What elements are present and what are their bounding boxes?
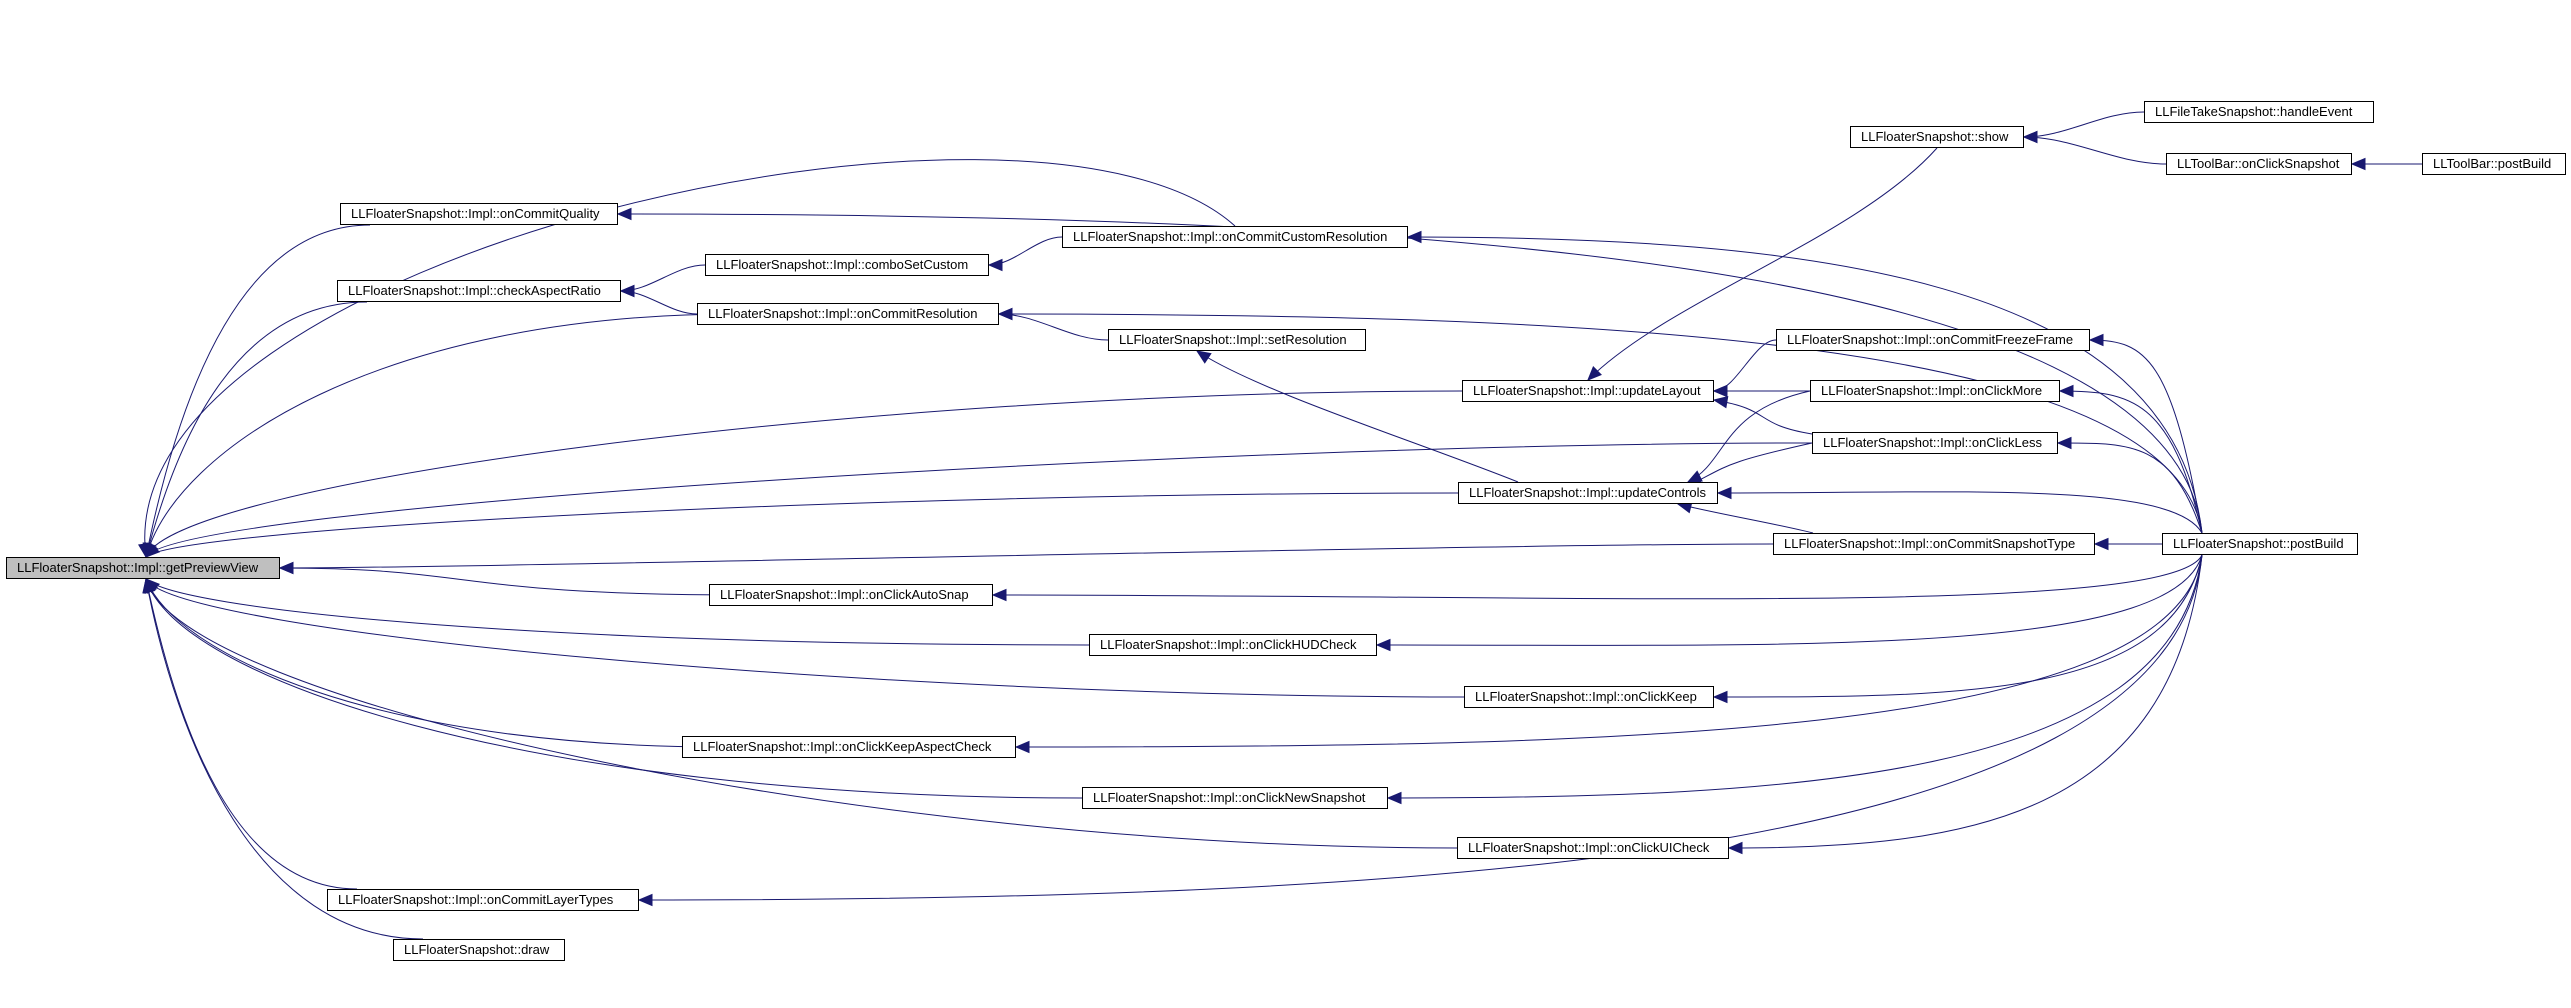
node-on-commit-layer-types[interactable]: LLFloaterSnapshot::Impl::onCommitLayerTy… — [327, 889, 639, 911]
edge-onCommitResolution-to-getPreviewView — [145, 313, 738, 558]
edge-postBuild-to-onCommitCustomResolution-arrowhead — [1406, 230, 1422, 244]
edge-onCommitQuality-to-getPreviewView — [145, 224, 371, 558]
node-on-click-ui-check[interactable]: LLFloaterSnapshot::Impl::onClickUICheck — [1457, 837, 1729, 859]
edge-postBuild-to-onClickMore — [2059, 390, 2203, 534]
edge-show-to-updateLayout — [1587, 147, 1938, 381]
edge-postBuild-to-onCommitSnapshotType-arrowhead — [2093, 537, 2109, 551]
edge-postBuild-to-updateControls — [1717, 491, 2203, 534]
edge-postBuild-to-onClickNewSnapshot — [1387, 554, 2203, 799]
edge-draw-to-getPreviewView-arrowhead — [142, 577, 155, 594]
edge-setResolution-to-onCommitResolution — [998, 313, 1109, 341]
edge-onClickKeepAspectCheck-to-getPreviewView — [145, 578, 723, 748]
edge-updateControls-to-setResolution-arrowhead — [1195, 350, 1212, 364]
edge-onClickSnapshot-to-show — [2023, 136, 2167, 165]
edge-onClickHUDCheck-to-getPreviewView — [145, 578, 1090, 646]
edge-onCommitFreezeFrame-to-updateLayout — [1713, 339, 1777, 392]
edge-onCommitResolution-to-checkAspectRatio-arrowhead — [619, 284, 635, 298]
edge-show-to-updateLayout-arrowhead — [1587, 366, 1602, 381]
node-toolbar-post-build[interactable]: LLToolBar::postBuild — [2422, 153, 2566, 175]
node-draw[interactable]: LLFloaterSnapshot::draw — [393, 939, 565, 961]
node-post-build[interactable]: LLFloaterSnapshot::postBuild — [2162, 533, 2358, 555]
edge-onClickLess-to-updateControls — [1687, 442, 1813, 487]
edge-onClickSnapshot-to-show-arrowhead — [2022, 130, 2038, 144]
edge-postBuild-to-updateControls-arrowhead — [1716, 486, 1732, 500]
edge-postBuild-to-onClickAutoSnap-arrowhead — [991, 588, 1007, 602]
node-handle-event[interactable]: LLFileTakeSnapshot::handleEvent — [2144, 101, 2374, 123]
edge-postBuild-to-onClickKeepAspectCheck-arrowhead — [1014, 740, 1030, 754]
edge-postBuild-to-onClickHUDCheck-arrowhead — [1375, 638, 1391, 652]
edge-onCommitLayerTypes-to-getPreviewView — [145, 578, 358, 890]
edge-postBuild-to-onCommitCustomResolution — [1407, 236, 2203, 534]
edge-onClickAutoSnap-to-getPreviewView-arrowhead — [278, 561, 294, 575]
node-on-click-keep-aspect-check[interactable]: LLFloaterSnapshot::Impl::onClickKeepAspe… — [682, 736, 1016, 758]
edge-toolbarPostBuild-to-onClickSnapshot-arrowhead — [2350, 157, 2366, 171]
node-get-preview-view[interactable]: LLFloaterSnapshot::Impl::getPreviewView — [6, 557, 280, 579]
node-on-commit-freeze-frame[interactable]: LLFloaterSnapshot::Impl::onCommitFreezeF… — [1776, 329, 2090, 351]
node-show[interactable]: LLFloaterSnapshot::show — [1850, 126, 2024, 148]
node-on-commit-quality[interactable]: LLFloaterSnapshot::Impl::onCommitQuality — [340, 203, 618, 225]
node-check-aspect-ratio[interactable]: LLFloaterSnapshot::Impl::checkAspectRati… — [337, 280, 621, 302]
edge-postBuild-to-onClickNewSnapshot-arrowhead — [1386, 791, 1402, 805]
edge-postBuild-to-onCommitQuality-arrowhead — [616, 207, 632, 221]
edge-postBuild-to-onClickLess-arrowhead — [2056, 436, 2072, 450]
node-on-click-auto-snap[interactable]: LLFloaterSnapshot::Impl::onClickAutoSnap — [709, 584, 993, 606]
edge-onCommitSnapshotType-to-getPreviewView — [279, 543, 1774, 569]
edge-setResolution-to-onCommitResolution-arrowhead — [997, 307, 1013, 321]
edge-onCommitCustomResolution-to-comboSetCustom-arrowhead — [987, 258, 1003, 272]
edge-updateLayout-to-getPreviewView — [145, 390, 1463, 558]
edge-postBuild-to-onCommitLayerTypes-arrowhead — [637, 893, 653, 907]
edge-checkAspectRatio-to-getPreviewView — [145, 301, 368, 558]
edge-handleEvent-to-show — [2023, 111, 2145, 138]
node-on-click-snapshot[interactable]: LLToolBar::onClickSnapshot — [2166, 153, 2352, 175]
edge-onClickLess-to-updateLayout-arrowhead — [1712, 396, 1729, 409]
edge-postBuild-to-onClickLess — [2057, 442, 2203, 534]
node-on-click-less[interactable]: LLFloaterSnapshot::Impl::onClickLess — [1812, 432, 2058, 454]
node-combo-set-custom[interactable]: LLFloaterSnapshot::Impl::comboSetCustom — [705, 254, 989, 276]
node-on-commit-custom-resolution[interactable]: LLFloaterSnapshot::Impl::onCommitCustomR… — [1062, 226, 1408, 248]
edge-postBuild-to-onClickAutoSnap — [992, 554, 2203, 600]
edge-postBuild-to-onClickUICheck-arrowhead — [1727, 841, 1743, 855]
node-update-controls[interactable]: LLFloaterSnapshot::Impl::updateControls — [1458, 482, 1718, 504]
edge-updateControls-to-setResolution — [1196, 350, 1519, 483]
edge-onClickLess-to-updateLayout — [1713, 399, 1813, 435]
edge-postBuild-to-onClickKeep-arrowhead — [1712, 690, 1728, 704]
node-on-commit-resolution[interactable]: LLFloaterSnapshot::Impl::onCommitResolut… — [697, 303, 999, 325]
edge-draw-to-getPreviewView — [145, 578, 424, 940]
edge-postBuild-to-onClickKeep — [1713, 554, 2203, 698]
edge-postBuild-to-onCommitQuality — [617, 213, 2203, 534]
edge-postBuild-to-onClickMore-arrowhead — [2058, 384, 2074, 398]
edge-updateControls-to-getPreviewView — [145, 492, 1459, 558]
edge-postBuild-to-onClickHUDCheck — [1376, 554, 2203, 646]
edge-postBuild-to-onCommitFreezeFrame-arrowhead — [2088, 333, 2104, 347]
edge-onClickNewSnapshot-to-getPreviewView — [145, 578, 1083, 799]
node-on-click-new-snapshot[interactable]: LLFloaterSnapshot::Impl::onClickNewSnaps… — [1082, 787, 1388, 809]
node-on-click-hud-check[interactable]: LLFloaterSnapshot::Impl::onClickHUDCheck — [1089, 634, 1377, 656]
edge-onClickAutoSnap-to-getPreviewView — [279, 567, 750, 596]
edge-onCommitSnapshotType-to-updateControls — [1677, 503, 1814, 534]
node-update-layout[interactable]: LLFloaterSnapshot::Impl::updateLayout — [1462, 380, 1714, 402]
edge-postBuild-to-onClickUICheck — [1728, 554, 2203, 849]
edge-onClickMore-to-updateControls — [1687, 390, 1811, 483]
node-on-commit-snapshot-type[interactable]: LLFloaterSnapshot::Impl::onCommitSnapsho… — [1773, 533, 2095, 555]
edge-postBuild-to-onCommitFreezeFrame — [2089, 339, 2203, 534]
node-on-click-more[interactable]: LLFloaterSnapshot::Impl::onClickMore — [1810, 380, 2060, 402]
edge-postBuild-to-onClickKeepAspectCheck — [1015, 554, 2203, 748]
edge-onClickLess-to-getPreviewView — [145, 442, 1813, 558]
edge-onClickKeep-to-getPreviewView — [145, 578, 1465, 698]
node-set-resolution[interactable]: LLFloaterSnapshot::Impl::setResolution — [1108, 329, 1366, 351]
edge-onClickUICheck-to-getPreviewView — [145, 578, 1458, 849]
edge-updateControls-to-getPreviewView-arrowhead — [145, 543, 161, 558]
node-on-click-keep[interactable]: LLFloaterSnapshot::Impl::onClickKeep — [1464, 686, 1714, 708]
edge-onClickMore-to-updateLayout-arrowhead — [1712, 384, 1728, 398]
